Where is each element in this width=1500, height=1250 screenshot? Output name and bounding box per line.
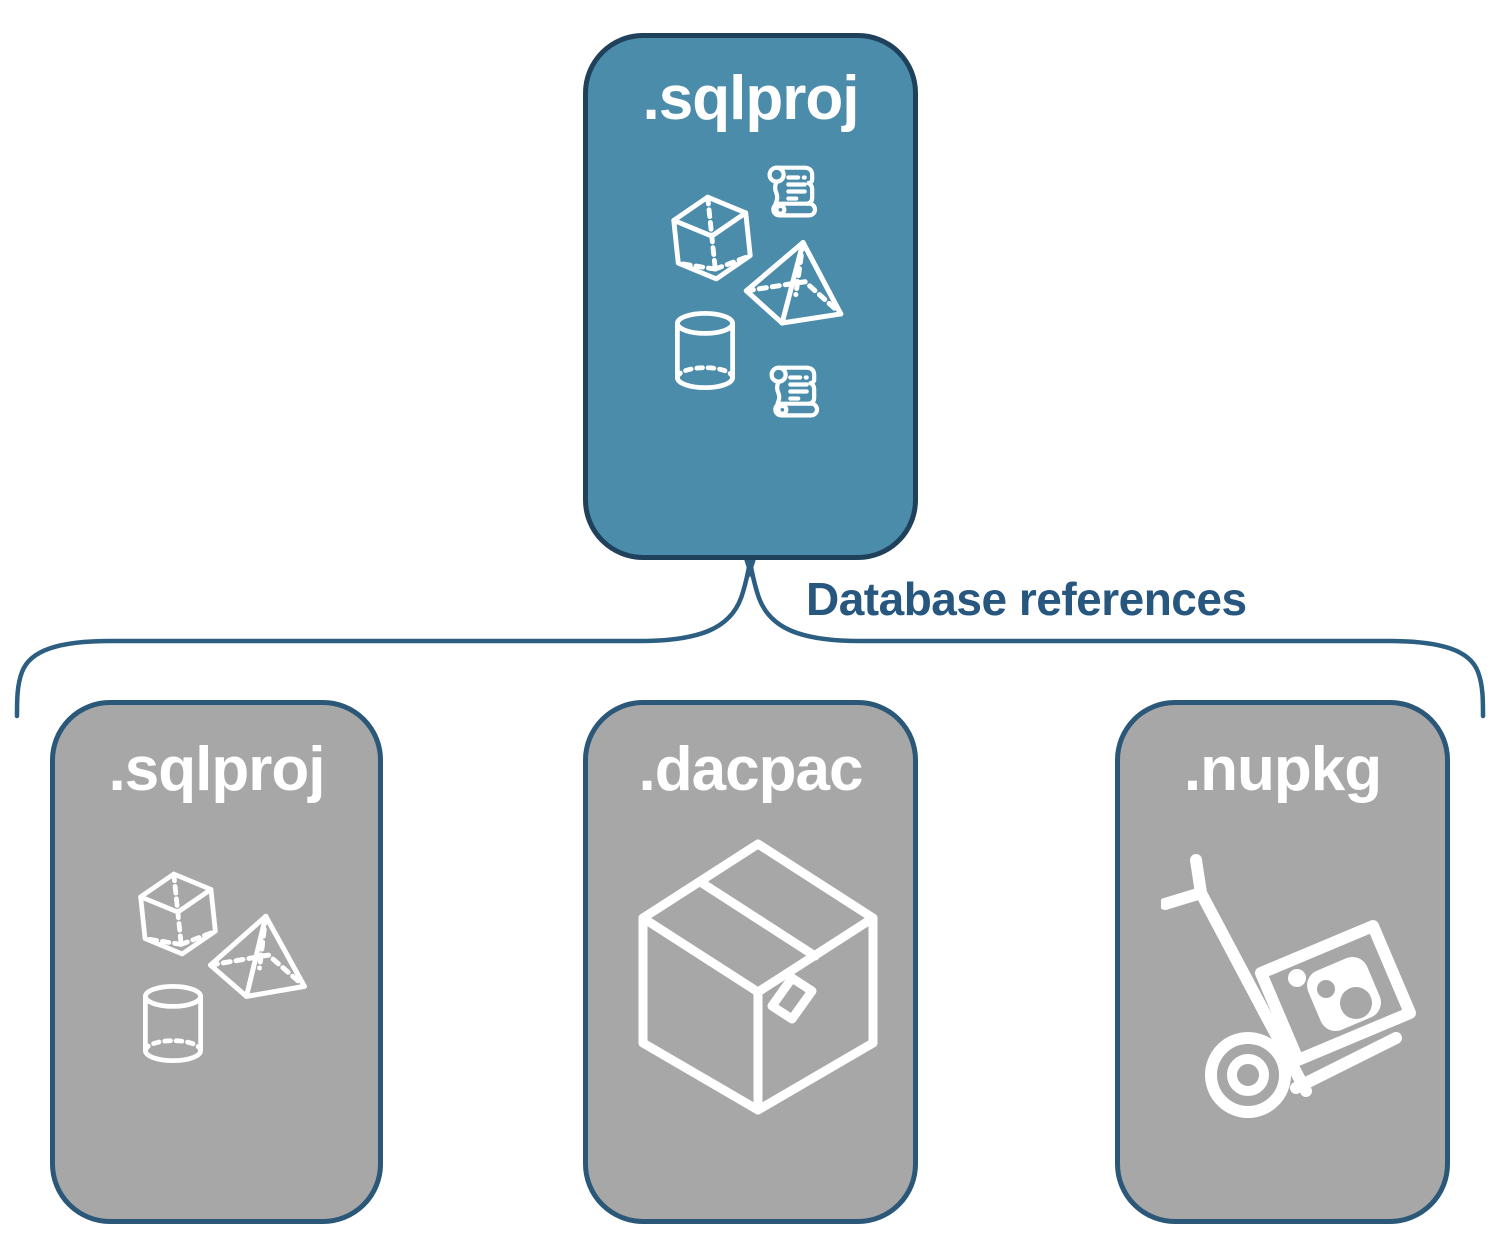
scroll-icon [764, 162, 822, 222]
node-child-label: .nupkg [1183, 735, 1382, 804]
node-child-sqlproj: .sqlproj [50, 700, 383, 1224]
connector-label: Database references [806, 573, 1247, 625]
node-child-label: .dacpac [638, 735, 864, 804]
hand-truck-icon [1161, 850, 1421, 1122]
scroll-icon [766, 362, 824, 422]
node-child-nupkg: .nupkg [1115, 700, 1450, 1224]
node-root-label: .sqlproj [642, 64, 860, 133]
node-root-sqlproj: .sqlproj [583, 33, 918, 560]
cylinder-icon [672, 311, 738, 391]
node-child-label: .sqlproj [108, 735, 326, 804]
brace-stem-tip [744, 559, 756, 578]
pyramid-icon [737, 228, 857, 339]
pyramid-icon [202, 903, 319, 1012]
cylinder-icon [140, 984, 206, 1064]
package-box-icon [633, 838, 883, 1123]
node-child-dacpac: .dacpac [583, 700, 918, 1224]
